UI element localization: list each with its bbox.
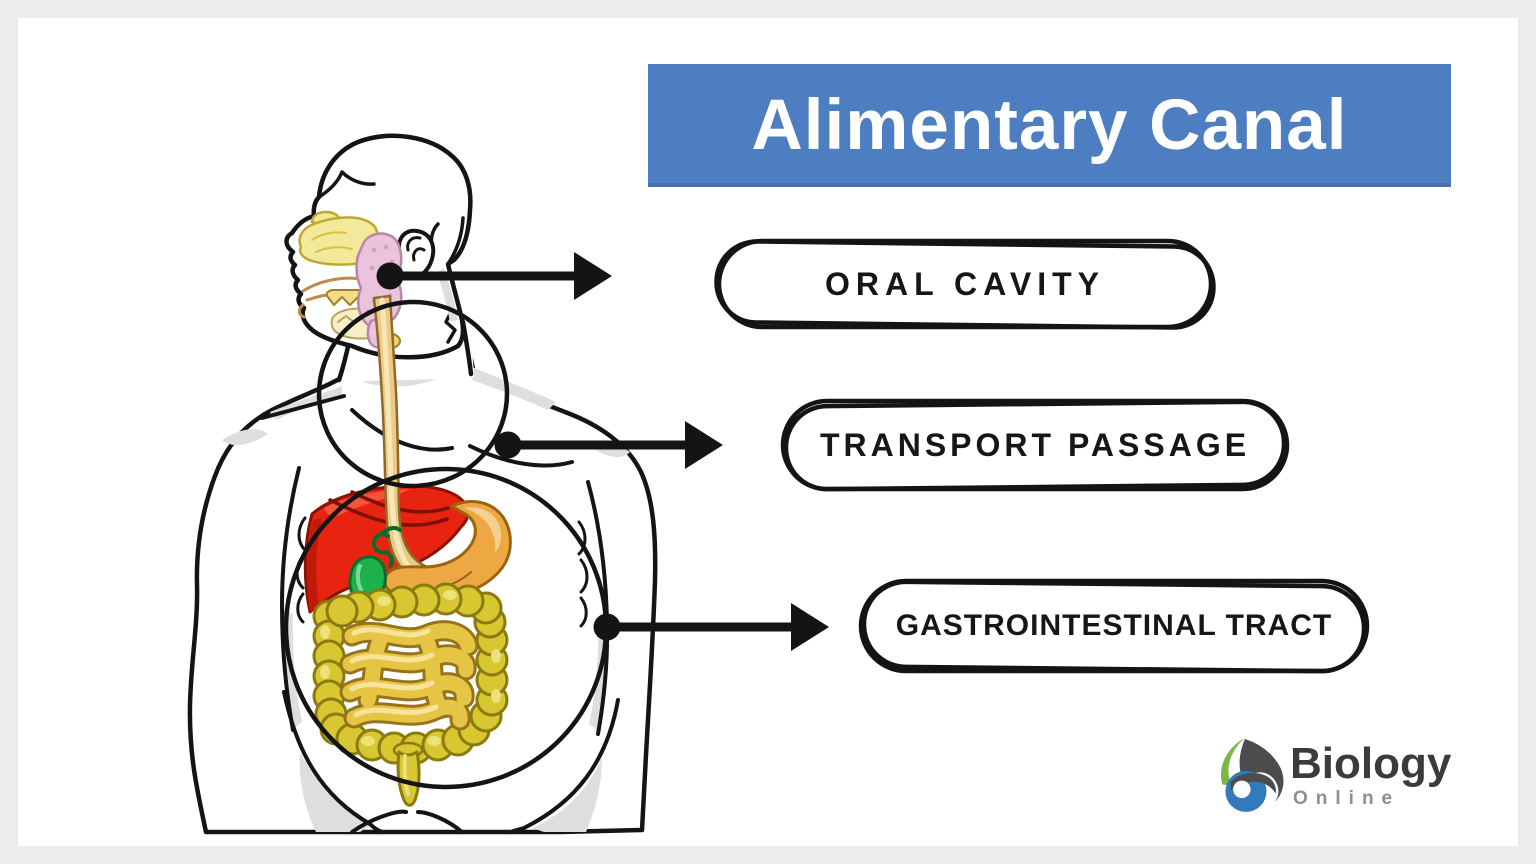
logo-swirl: [1239, 739, 1284, 803]
page-title: Alimentary Canal: [751, 86, 1348, 165]
title-banner: Alimentary Canal: [648, 64, 1451, 187]
gastrointestinal-tract-capsule: [858, 578, 1370, 674]
logo-brand-text: Biology: [1290, 739, 1452, 789]
callout-outlines: [714, 238, 1370, 674]
callout-label-gastrointestinal-tract: GASTROINTESTINAL TRACT: [895, 609, 1333, 642]
anatomy-figure-svg: [187, 133, 1370, 835]
arrows: [376, 252, 829, 651]
logo-subtitle-text: Online: [1293, 787, 1401, 809]
oral-cavity-arrow-icon: [376, 252, 612, 300]
transport-passage-arrow-icon: [494, 421, 723, 469]
callout-label-oral-cavity: ORAL CAVITY: [825, 265, 1105, 302]
biology-online-logo-icon: [1221, 738, 1284, 812]
logo-hole: [1233, 780, 1251, 799]
small-intestine: [339, 620, 479, 731]
stomach-highlight: [464, 507, 502, 553]
brand-logo: Biology Online: [1212, 737, 1451, 815]
digestive-organs: [303, 294, 512, 807]
oral-cavity-capsule: [714, 238, 1216, 330]
body-lines: [260, 394, 620, 834]
gi-tract-arrow-icon: [593, 603, 829, 651]
transport-passage-circle: [316, 299, 510, 489]
gallbladder-duct: [372, 525, 402, 568]
transport-passage-capsule: [780, 398, 1290, 492]
ear-lines: [406, 236, 426, 262]
callout-label-transport-passage: TRANSPORT PASSAGE: [819, 426, 1251, 463]
logo-text: Biology Online: [1290, 739, 1452, 810]
logo-leaf: [1221, 738, 1245, 785]
